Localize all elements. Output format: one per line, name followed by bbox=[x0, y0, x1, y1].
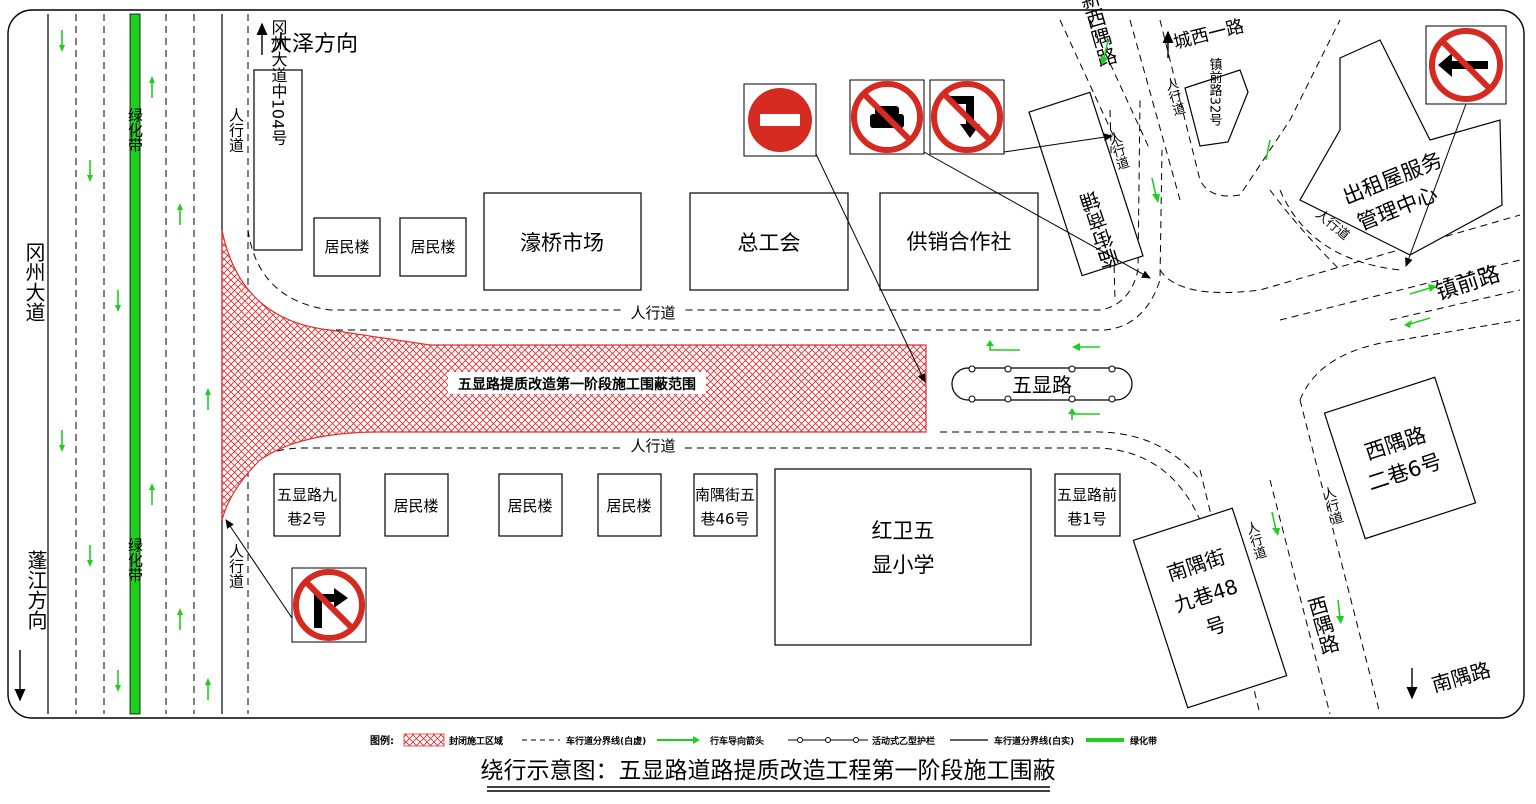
res4-label: 居民楼 bbox=[507, 497, 552, 515]
legend: 图例: 封闭施工区域 车行道分界线(白虚) 行车导向箭头 活动式乙型护栏 车行道… bbox=[370, 733, 1157, 747]
avenue-direction-arrows bbox=[59, 30, 211, 700]
wuxian9-2-label-2: 巷2号 bbox=[287, 510, 327, 528]
sidewalk-left-lower: 人行道 bbox=[227, 544, 245, 589]
sign-pointer-lines bbox=[225, 103, 1467, 619]
building-wuxian9-2 bbox=[273, 473, 341, 537]
building-trade-union bbox=[689, 192, 849, 291]
building-wuxianqian-1 bbox=[1054, 473, 1121, 537]
building-hongwei-school bbox=[774, 468, 1032, 646]
building-residential-3 bbox=[384, 473, 449, 537]
legend-title: 图例: bbox=[370, 734, 394, 747]
lane-arrow-head bbox=[59, 445, 65, 452]
right-direction-arrows bbox=[1100, 39, 1437, 624]
building-linjie-shops bbox=[1028, 91, 1144, 277]
building-xiyu2-6 bbox=[1323, 376, 1477, 540]
building-zhenqian-32 bbox=[1184, 69, 1249, 147]
legend-barrier: 活动式乙型护栏 bbox=[872, 735, 935, 747]
building-nanyu9-48 bbox=[1132, 507, 1288, 709]
gangzhou-avenue bbox=[47, 13, 249, 715]
school-label-1: 红卫五 bbox=[872, 519, 935, 543]
legend-lane-solid: 车行道分界线(白实) bbox=[994, 735, 1074, 747]
building-residential-1 bbox=[313, 217, 381, 277]
gangzhou-104-label: 冈州大道中104号 bbox=[269, 19, 288, 147]
closure-zone-label-bg bbox=[448, 372, 706, 394]
sidewalk-xinxi-left: 人行道 bbox=[1161, 76, 1187, 118]
lane-arrow-head bbox=[87, 175, 93, 182]
legend-closed-swatch bbox=[403, 733, 445, 747]
sidewalk-wuxian-north: 人行道 bbox=[630, 304, 675, 322]
zhenqian-32-label: 镇前路32号 bbox=[1207, 58, 1223, 127]
supply-coop-label: 供销合作社 bbox=[907, 230, 1012, 254]
lane-arrow-head bbox=[87, 560, 93, 567]
no-entry-sign bbox=[743, 83, 817, 157]
legend-green-belt: 绿化带 bbox=[1130, 735, 1157, 747]
building-gangzhou-104 bbox=[253, 69, 303, 251]
res3-label: 居民楼 bbox=[393, 497, 438, 515]
trade-union-label: 总工会 bbox=[738, 231, 801, 255]
building-residential-2 bbox=[399, 217, 467, 277]
wuxianqian-1-label-1: 五显路前 bbox=[1057, 486, 1117, 504]
chengxi-road-label: 城西一路 bbox=[1171, 16, 1246, 54]
building-haoqiao-market bbox=[483, 192, 642, 291]
lane-arrow-head bbox=[149, 76, 155, 83]
sidewalk-wuxian-south: 人行道 bbox=[630, 437, 675, 455]
closure-zone-label: 五显路提质改造第一阶段施工围蔽范围 bbox=[458, 376, 696, 393]
legend-lane-dashed: 车行道分界线(白虚) bbox=[566, 735, 646, 747]
map-frame bbox=[7, 9, 1525, 719]
res5-label: 居民楼 bbox=[606, 497, 651, 515]
school-label-2: 显小学 bbox=[872, 553, 935, 577]
no-left-turn-sign bbox=[1425, 25, 1507, 105]
wuxian-road-barrier bbox=[951, 365, 1133, 403]
green-belt bbox=[129, 13, 141, 715]
nanyu-road-label: 南隅路 bbox=[1429, 657, 1493, 697]
zhenqian-road-label: 镇前路 bbox=[1433, 262, 1504, 306]
lane-arrow-head bbox=[205, 678, 211, 685]
lane-arrow-head bbox=[115, 685, 121, 692]
caption: 绕行示意图：五显路道路提质改造工程第一阶段施工围蔽 bbox=[481, 758, 1056, 784]
lane-arrow-head bbox=[205, 388, 211, 395]
nanyu5-46-label-2: 巷46号 bbox=[700, 510, 749, 528]
sidewalk-nanyu-right: 人行道 bbox=[1319, 485, 1345, 527]
lane-arrow-head bbox=[149, 483, 155, 490]
haoqiao-market-label: 濠桥市场 bbox=[520, 231, 604, 255]
green-belt-label-upper: 绿化带 bbox=[126, 108, 144, 153]
res1-label: 居民楼 bbox=[324, 238, 369, 256]
legend-direction-arrow: 行车导向箭头 bbox=[709, 735, 764, 747]
no-turn-sign bbox=[929, 79, 1005, 155]
sidewalk-left-upper: 人行道 bbox=[227, 108, 245, 153]
lane-arrow-head bbox=[59, 45, 65, 52]
no-motor-vehicles-sign bbox=[849, 79, 925, 155]
gangzhou-avenue-label: 冈州大道 bbox=[22, 242, 46, 322]
lane-arrow-head bbox=[177, 608, 183, 615]
xiyu-road-label: 西隅路 bbox=[1302, 593, 1342, 657]
building-supply-coop bbox=[879, 192, 1039, 291]
wuxian9-2-label-1: 五显路九 bbox=[277, 486, 337, 504]
green-belt-label-lower: 绿化带 bbox=[126, 538, 144, 583]
wuxian-direction-arrows bbox=[986, 340, 1100, 420]
direction-daze: 大泽方向 bbox=[270, 32, 358, 57]
lane-arrow-head bbox=[177, 203, 183, 210]
wuxianqian-1-label-2: 巷1号 bbox=[1067, 510, 1107, 528]
no-right-turn-sign bbox=[291, 567, 367, 643]
building-residential-4 bbox=[498, 473, 563, 537]
legend-closed-area: 封闭施工区域 bbox=[449, 735, 503, 747]
building-nanyu5-46 bbox=[693, 473, 758, 537]
building-taxi-center bbox=[1299, 39, 1503, 256]
direction-pengjiang: 蓬江方向 bbox=[24, 550, 48, 630]
lane-arrow-head bbox=[115, 305, 121, 312]
building-residential-5 bbox=[597, 473, 662, 537]
res2-label: 居民楼 bbox=[410, 238, 455, 256]
nanyu5-46-label-1: 南隅街五 bbox=[695, 486, 755, 504]
wuxian-road-label: 五显路 bbox=[1012, 373, 1072, 397]
